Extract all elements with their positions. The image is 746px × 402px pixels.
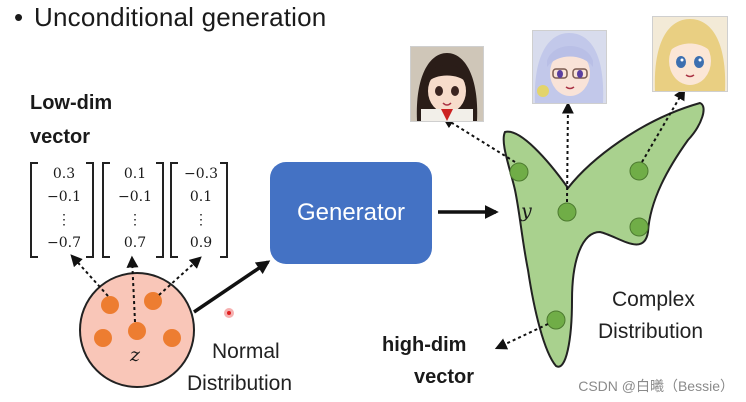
sample-dot <box>144 292 162 310</box>
vector-1-value: −0.7 <box>47 235 81 251</box>
anime-face-image-1 <box>410 46 484 122</box>
low-dim-label-line1: Low-dim <box>30 92 113 114</box>
sample-dot <box>101 296 119 314</box>
vector-3-left-bracket <box>170 162 178 258</box>
bullet-mark: • <box>14 2 24 32</box>
vector-2-right-bracket <box>156 162 164 258</box>
dotted-arrow <box>441 116 516 163</box>
complex-distribution-blob <box>502 101 705 368</box>
dotted-arrow <box>158 256 202 296</box>
vector-1-value: 0.3 <box>52 166 76 182</box>
high-dim-label-line2: vector <box>414 366 475 388</box>
vector-3-right-bracket <box>220 162 228 258</box>
vector-1-left-bracket <box>30 162 38 258</box>
sample-dot <box>128 322 146 340</box>
vector-3-value: ⋮ <box>194 212 208 228</box>
output-dot <box>629 217 649 237</box>
vector-2-value: ⋮ <box>128 212 142 228</box>
vector-1-value: −0.1 <box>47 189 81 205</box>
vector-3: −0.3 0.1 ⋮ 0.9 <box>176 163 226 255</box>
generator-label: Generator <box>296 199 406 226</box>
dotted-arrow <box>70 254 109 297</box>
high-dim-label-line1: high-dim <box>382 334 467 356</box>
dotted-arrow <box>561 101 574 203</box>
vector-2-value: −0.1 <box>118 189 152 205</box>
output-dot <box>546 310 566 330</box>
vector-2-value: 0.1 <box>123 166 147 182</box>
normal-distribution-label-line1: Normal <box>212 340 280 363</box>
vector-1: 0.3 −0.1 ⋮ −0.7 <box>36 163 92 255</box>
vector-1-right-bracket <box>86 162 94 258</box>
pointer-dot-center <box>227 311 231 315</box>
vector-3-value: 0.9 <box>189 235 213 251</box>
dotted-arrow <box>641 87 686 163</box>
output-dot <box>629 161 649 181</box>
anime-face-image-2 <box>532 30 607 104</box>
slide-title: Unconditional generation <box>34 2 327 32</box>
arrow-to-generator <box>193 260 271 314</box>
complex-distribution-label-line2: Distribution <box>598 320 704 343</box>
low-dim-label-line2: vector <box>30 126 91 148</box>
z-label: z <box>130 344 141 366</box>
sample-dot <box>163 329 181 347</box>
vector-2: 0.1 −0.1 ⋮ 0.7 <box>108 163 162 255</box>
vector-3-value: −0.3 <box>184 166 218 182</box>
dotted-arrow <box>126 255 139 323</box>
dotted-arrow <box>494 323 549 350</box>
watermark: CSDN @白曦（Bessie） <box>578 378 734 394</box>
vector-2-value: 0.7 <box>123 235 147 251</box>
complex-distribution-label-line1: Complex <box>612 288 695 311</box>
sample-dot <box>94 329 112 347</box>
output-dot <box>557 202 577 222</box>
generator-box: Generator <box>270 162 432 264</box>
vector-1-value: ⋮ <box>57 212 71 228</box>
anime-face-image-3 <box>652 16 728 92</box>
normal-distribution-label-line2: Distribution <box>187 372 293 395</box>
output-dot <box>509 162 529 182</box>
vector-3-value: 0.1 <box>189 189 213 205</box>
y-label: y <box>521 200 532 222</box>
vector-2-left-bracket <box>102 162 110 258</box>
